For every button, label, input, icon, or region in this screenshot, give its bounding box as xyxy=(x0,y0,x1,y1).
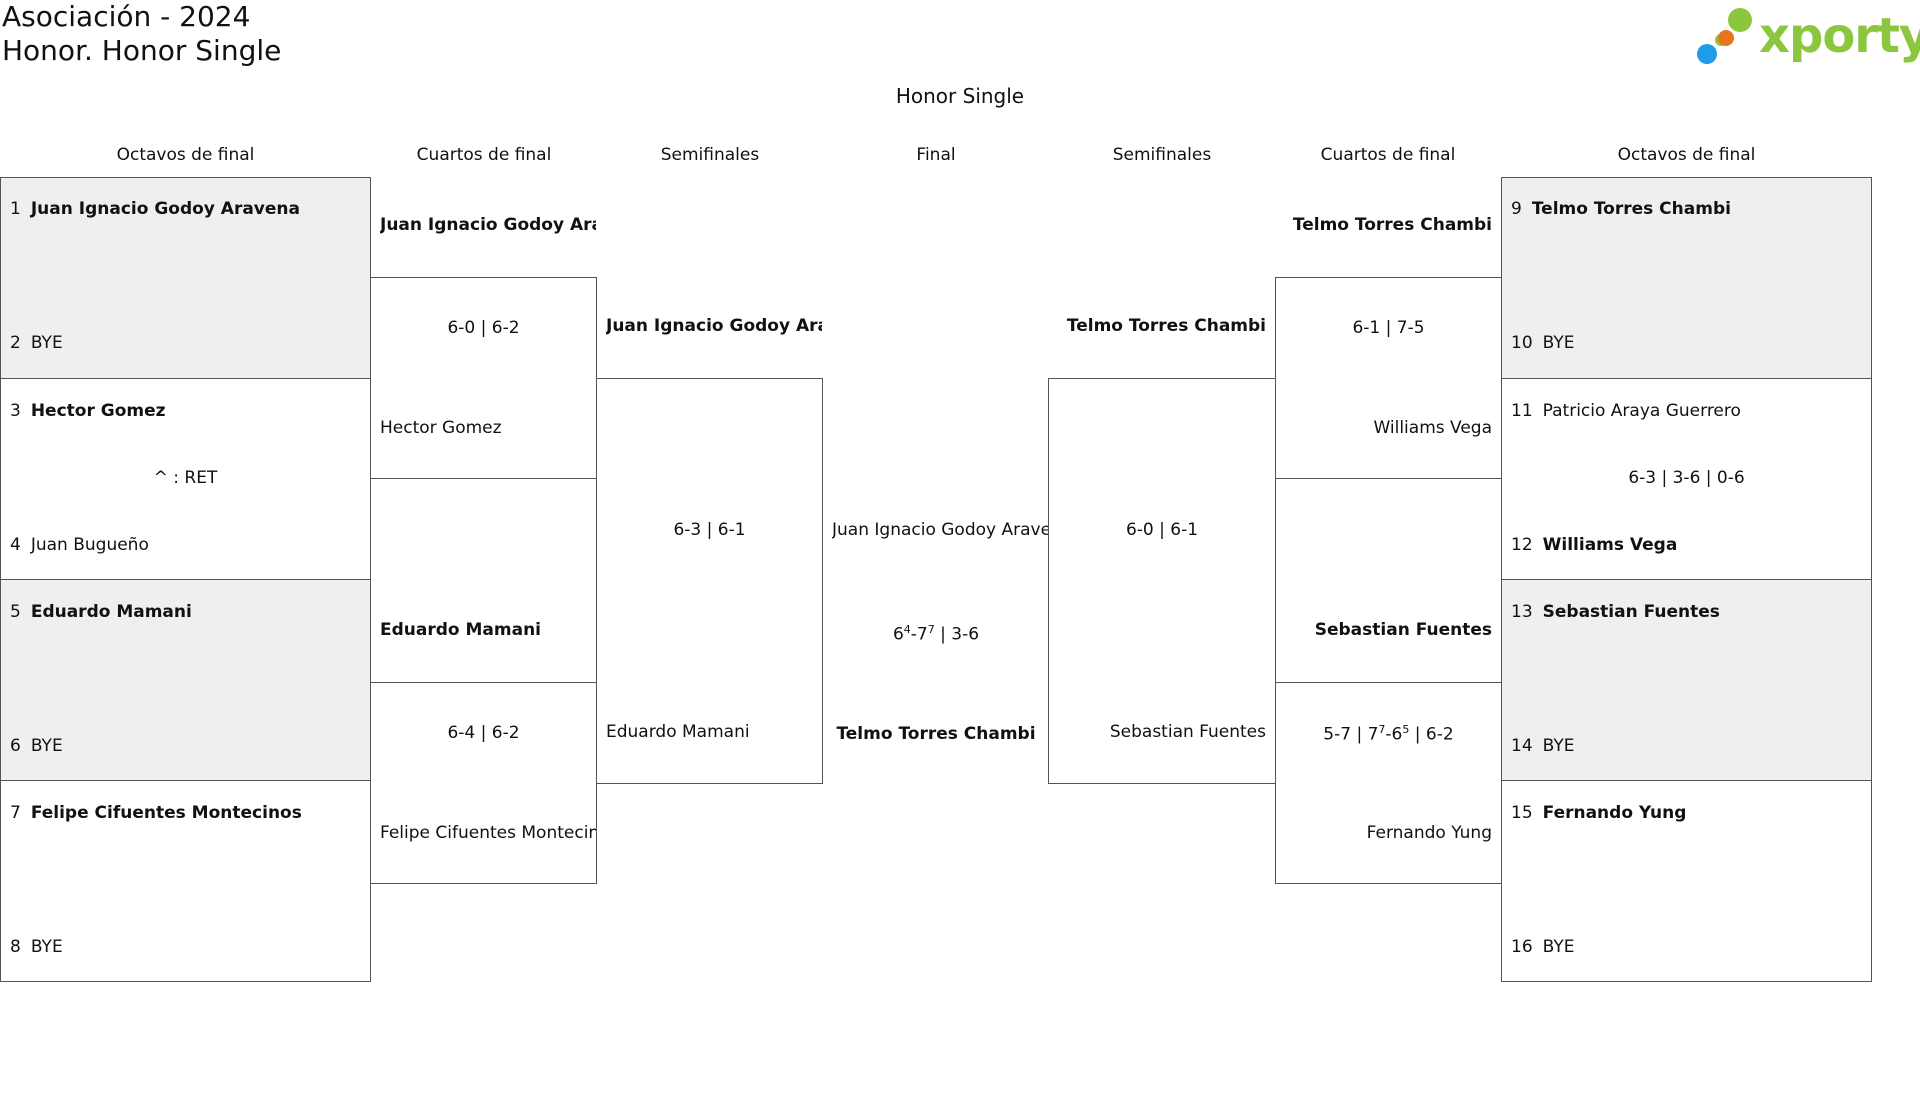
qf-left-1-score: 6-0 | 6-2 xyxy=(447,318,520,338)
sf-right-score: 6-0 | 6-1 xyxy=(1125,520,1199,540)
match-box-r16-5 xyxy=(1501,177,1872,379)
round-header-right-sf: Semifinales xyxy=(1112,145,1212,165)
sf-right-winner: Telmo Torres Chambi xyxy=(1066,316,1266,336)
final-player-b: Telmo Torres Chambi xyxy=(836,724,1036,744)
logo-dots-icon xyxy=(1697,8,1752,64)
sf-right-loser: Sebastian Fuentes xyxy=(1109,722,1266,742)
qf-left-2-score: 6-4 | 6-2 xyxy=(447,723,520,743)
round-header-left-sf: Semifinales xyxy=(660,145,760,165)
qf-left-1-winner: Juan Ignacio Godoy Aravena xyxy=(380,215,596,235)
round-header-left-qf: Cuartos de final xyxy=(416,145,552,165)
match-box-qf-left-2 xyxy=(370,682,597,884)
sf-left-score: 6-3 | 6-1 xyxy=(673,520,746,540)
xporty-logo: xporty xyxy=(1695,4,1920,70)
qf-right-1-loser: Williams Vega xyxy=(1373,418,1492,438)
category-title: Honor. Honor Single xyxy=(2,34,282,67)
qf-left-2-loser: Felipe Cifuentes Montecinos xyxy=(380,823,596,843)
r16-right-2-score: 6-3 | 3-6 | 0-6 xyxy=(1628,468,1745,488)
match-box-sf-left xyxy=(596,378,823,784)
match-box-sf-right xyxy=(1048,378,1276,784)
tournament-title: Asociación - 2024 xyxy=(2,0,251,33)
qf-right-2-score: 5-7 | 77-65 | 6-2 xyxy=(1323,723,1454,745)
qf-left-1-loser: Hector Gomez xyxy=(380,418,502,438)
match-box-qf-right-1 xyxy=(1275,277,1502,479)
qf-right-2-loser: Fernando Yung xyxy=(1366,823,1492,843)
sf-left-winner: Juan Ignacio Godoy Aravena xyxy=(606,316,822,336)
round-header-final: Final xyxy=(916,145,956,165)
qf-left-2-winner: Eduardo Mamani xyxy=(380,620,542,640)
qf-right-1-winner: Telmo Torres Chambi xyxy=(1292,215,1492,235)
final-player-a: Juan Ignacio Godoy Aravena xyxy=(832,520,1048,540)
final-score: 64-77 | 3-6 xyxy=(892,623,980,645)
round-header-right-r16: Octavos de final xyxy=(1617,145,1756,165)
sf-left-loser: Eduardo Mamani xyxy=(606,722,750,742)
match-box-r16-8 xyxy=(1501,780,1872,982)
r16-left-2-note: ^ : RET xyxy=(153,468,218,488)
match-box-qf-right-2 xyxy=(1275,682,1502,884)
qf-right-2-winner: Sebastian Fuentes xyxy=(1314,620,1492,640)
qf-right-1-score: 6-1 | 7-5 xyxy=(1352,318,1425,338)
round-header-right-qf: Cuartos de final xyxy=(1320,145,1456,165)
draw-title: Honor Single xyxy=(895,84,1025,108)
match-box-r16-7 xyxy=(1501,579,1872,781)
logo-text: xporty xyxy=(1759,8,1920,64)
round-header-left-r16: Octavos de final xyxy=(116,145,255,165)
match-box-qf-left-1 xyxy=(370,277,597,479)
